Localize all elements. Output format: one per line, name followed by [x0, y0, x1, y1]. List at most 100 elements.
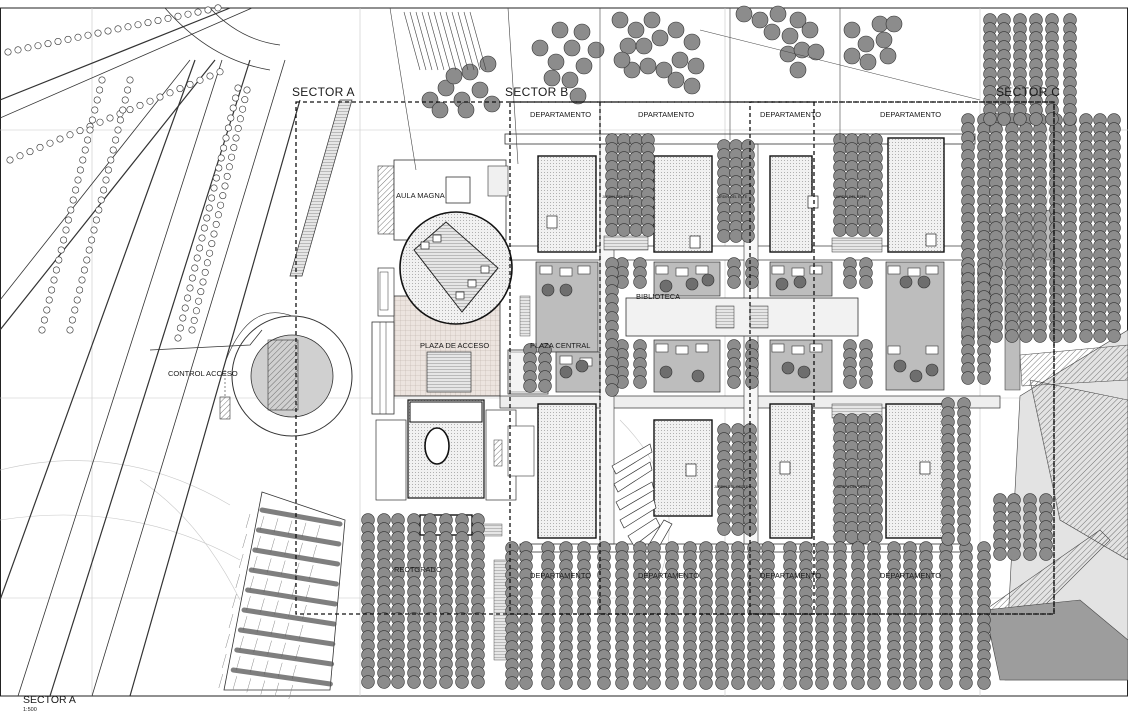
- highway: [0, 7, 301, 697]
- tree: [361, 675, 375, 689]
- tree: [195, 297, 203, 305]
- tree: [939, 676, 953, 690]
- tree: [60, 236, 68, 244]
- tree: [190, 316, 198, 324]
- tree: [917, 275, 931, 289]
- tree: [519, 676, 533, 690]
- tree: [239, 105, 247, 113]
- tree: [977, 676, 991, 690]
- tree: [665, 676, 679, 690]
- tree: [224, 124, 232, 132]
- tree: [107, 156, 115, 164]
- departamento-bottom-2: DEPARTAMENTO: [638, 571, 699, 580]
- tree: [671, 51, 689, 69]
- tree: [859, 275, 873, 289]
- departamento-top-1: DEPARTAMENTO: [530, 110, 591, 119]
- tree: [174, 334, 182, 342]
- tree: [439, 675, 453, 689]
- tree: [206, 249, 214, 257]
- tree: [745, 375, 759, 389]
- tree: [551, 21, 569, 39]
- tree: [655, 61, 673, 79]
- tree: [683, 77, 701, 95]
- tree: [204, 6, 212, 14]
- tree: [52, 266, 60, 274]
- tree: [1019, 329, 1033, 343]
- tree: [445, 67, 463, 85]
- tree: [727, 275, 741, 289]
- parking-tree-strip: [259, 507, 343, 527]
- tree: [116, 116, 124, 124]
- tree: [220, 144, 228, 152]
- tree: [843, 275, 857, 289]
- tree: [84, 31, 92, 39]
- tree: [735, 5, 753, 23]
- tree: [181, 304, 189, 312]
- tree: [174, 12, 182, 20]
- tree: [761, 676, 775, 690]
- tree: [71, 306, 79, 314]
- tree: [225, 163, 233, 171]
- tree: [781, 361, 795, 375]
- tree: [615, 676, 629, 690]
- tree: [109, 146, 117, 154]
- tree: [102, 176, 110, 184]
- tree: [559, 283, 573, 297]
- tree: [221, 182, 229, 190]
- tree: [505, 676, 519, 690]
- tree: [1005, 329, 1019, 343]
- tree: [154, 16, 162, 24]
- tree: [667, 21, 685, 39]
- tree: [184, 10, 192, 18]
- tree: [126, 76, 134, 84]
- tree: [893, 359, 907, 373]
- tree: [1029, 112, 1043, 126]
- tree: [200, 224, 208, 232]
- tree: [69, 196, 77, 204]
- tree: [121, 96, 129, 104]
- tree: [769, 5, 787, 23]
- tree: [941, 532, 955, 546]
- tree: [73, 296, 81, 304]
- tree: [523, 379, 537, 393]
- tree: [88, 116, 96, 124]
- tree: [14, 46, 22, 54]
- tree: [199, 278, 207, 286]
- tree: [983, 112, 997, 126]
- tree: [66, 326, 74, 334]
- tree: [1107, 329, 1121, 343]
- tree: [188, 326, 196, 334]
- tree: [1013, 112, 1027, 126]
- courtyard-table: [559, 267, 573, 277]
- tree: [197, 288, 205, 296]
- tree: [80, 266, 88, 274]
- tree: [538, 379, 552, 393]
- tree: [206, 72, 214, 80]
- tree: [230, 144, 238, 152]
- tree: [216, 68, 224, 76]
- jardin-este-2: JARDIN DEL ESTE: [716, 195, 748, 199]
- tree: [144, 19, 152, 27]
- tree: [799, 676, 813, 690]
- tree: [629, 223, 643, 237]
- tree: [217, 201, 225, 209]
- tree: [62, 226, 70, 234]
- courtyard-table: [925, 265, 939, 275]
- tree: [857, 35, 875, 53]
- tree: [78, 276, 86, 284]
- tree: [88, 236, 96, 244]
- tree: [869, 223, 883, 237]
- tree: [94, 29, 102, 37]
- tree: [647, 676, 661, 690]
- parking-tree-strip: [245, 587, 338, 607]
- tree: [164, 14, 172, 22]
- tree: [222, 134, 230, 142]
- tree: [210, 184, 218, 192]
- tree: [229, 104, 237, 112]
- tree: [76, 127, 84, 135]
- stepped-walkway: [289, 99, 353, 277]
- tree: [98, 76, 106, 84]
- tree: [1049, 329, 1063, 343]
- tree: [112, 136, 120, 144]
